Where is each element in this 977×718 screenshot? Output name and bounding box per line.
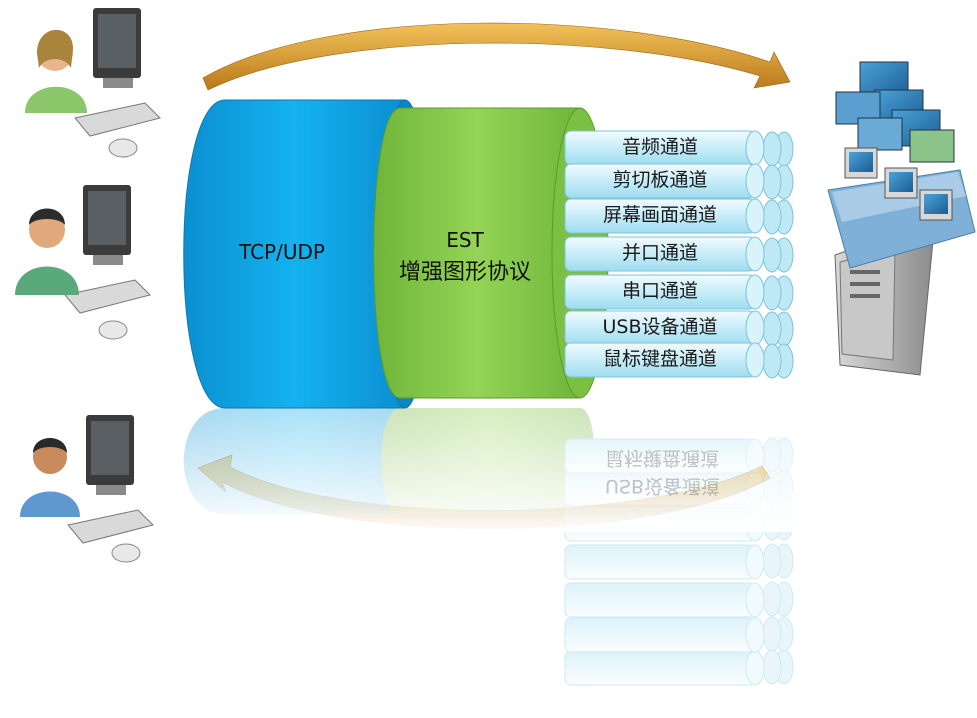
- channel-label: USB设备通道: [602, 316, 718, 338]
- channel-label: 鼠标键盘通道: [602, 348, 717, 370]
- channel-pipe-bundle: [564, 130, 794, 379]
- channel-label: 音频通道: [621, 136, 698, 158]
- user-workstation-icon: [20, 415, 154, 563]
- transport-layer-label: TCP/UDP: [239, 240, 325, 264]
- client-workstation-1: [25, 8, 161, 158]
- protocol-layer-label-line2: 增强图形协议: [398, 260, 531, 285]
- reflection-text-1: 鼠标键盘通道: [605, 447, 720, 469]
- client-workstation-2: [15, 185, 151, 340]
- curved-arrow-right-icon: [202, 22, 791, 91]
- channel-pipe: [564, 130, 794, 167]
- channel-label: 屏幕画面通道: [602, 204, 717, 226]
- channel-label: 剪切板通道: [612, 169, 708, 191]
- channel-pipe: [564, 310, 794, 347]
- channel-label: 并口通道: [621, 242, 698, 264]
- server-with-virtual-desktops-icon: [827, 61, 976, 376]
- channel-pipe: [564, 236, 794, 273]
- channel-label: 串口通道: [621, 280, 698, 302]
- protocol-layer-label-line1: EST: [446, 228, 484, 252]
- channel-pipe: [564, 274, 794, 311]
- channel-pipe: [564, 198, 794, 235]
- reflection-fade: [180, 412, 800, 532]
- client-workstation-3: [20, 415, 154, 563]
- user-workstation-icon: [15, 185, 151, 340]
- channel-pipe: [564, 163, 794, 200]
- channel-pipe: [564, 342, 794, 379]
- user-workstation-icon: [25, 8, 161, 158]
- reflection-text-2: USB设备通道: [605, 475, 721, 497]
